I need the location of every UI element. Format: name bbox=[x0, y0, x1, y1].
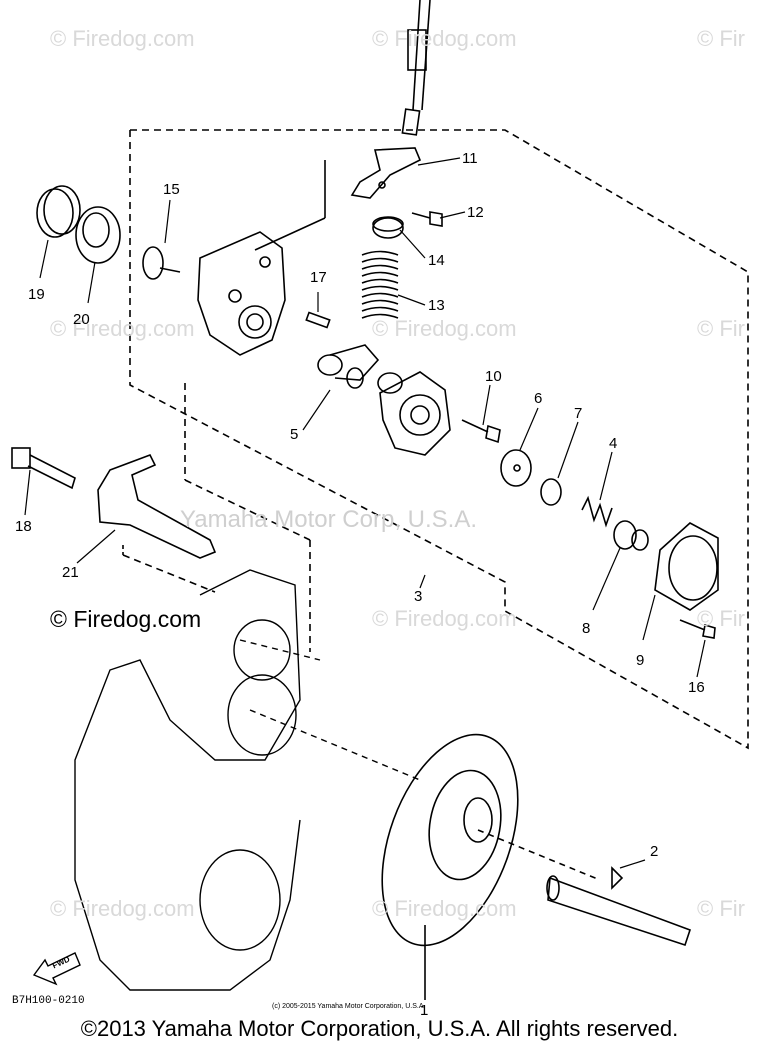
part-11-lever bbox=[350, 147, 422, 199]
engine-case bbox=[74, 569, 421, 991]
throttle-cable bbox=[401, 0, 431, 136]
part-14-collar bbox=[372, 217, 404, 239]
watermark-center: Yamaha Motor Corp, U.S.A. bbox=[180, 506, 477, 533]
callout-7: 7 bbox=[574, 405, 583, 422]
watermark: © Firedog.com bbox=[372, 606, 517, 631]
callout-10: 10 bbox=[485, 368, 502, 385]
part-8-spacer bbox=[613, 520, 649, 551]
assembly-outline bbox=[129, 129, 749, 750]
small-copyright: (c) 2005-2015 Yamaha Motor Corporation, … bbox=[272, 1003, 426, 1010]
part-12-bolt bbox=[411, 211, 443, 227]
part-15-plate bbox=[142, 246, 164, 280]
leader-lines bbox=[24, 157, 706, 869]
callout-21: 21 bbox=[62, 564, 79, 581]
part-9-cover bbox=[654, 522, 719, 611]
watermark: © Firedog.com bbox=[372, 316, 517, 341]
callout-2: 2 bbox=[650, 843, 659, 860]
callout-19: 19 bbox=[28, 286, 45, 303]
part-16-bolt bbox=[679, 619, 716, 639]
footer-copyright: ©2013 Yamaha Motor Corporation, U.S.A. A… bbox=[80, 1016, 679, 1041]
part-6-washer bbox=[500, 449, 532, 487]
watermark: © Firedog.com bbox=[50, 26, 195, 51]
callout-11: 11 bbox=[462, 150, 478, 167]
part-13-spring bbox=[361, 250, 399, 319]
part-21-bracket bbox=[97, 453, 217, 559]
callout-20: 20 bbox=[73, 311, 90, 328]
part-17-pin bbox=[305, 311, 331, 329]
callout-4: 4 bbox=[609, 435, 618, 452]
callout-15: 15 bbox=[163, 181, 180, 198]
callout-18: 18 bbox=[15, 518, 32, 535]
callout-8: 8 bbox=[582, 620, 591, 637]
watermark: © Fir bbox=[697, 316, 745, 341]
sheave-disc bbox=[381, 733, 601, 1000]
callout-9: 9 bbox=[636, 652, 645, 669]
watermark: © Firedog.com bbox=[372, 896, 517, 921]
watermark: © Firedog.com bbox=[50, 896, 195, 921]
watermark-dark: © Firedog.com bbox=[50, 606, 202, 632]
callout-3: 3 bbox=[414, 588, 423, 605]
governor-body bbox=[377, 371, 451, 456]
callout-5: 5 bbox=[290, 426, 299, 443]
part-5-shaft bbox=[317, 344, 380, 389]
part-20-cap bbox=[75, 206, 121, 264]
watermark: © Firedog.com bbox=[50, 316, 195, 341]
callout-12: 12 bbox=[467, 204, 484, 221]
watermark: © Fir bbox=[697, 606, 745, 631]
part-1-housing bbox=[197, 231, 286, 356]
callout-16: 16 bbox=[688, 679, 705, 696]
drive-shaft bbox=[546, 866, 692, 947]
watermark: © Fir bbox=[697, 896, 745, 921]
fwd-arrow bbox=[32, 952, 81, 986]
part-7-gear bbox=[540, 478, 562, 506]
callout-1: 1 bbox=[420, 1002, 429, 1019]
part-19-cap bbox=[36, 185, 81, 238]
part-4-spring bbox=[581, 495, 613, 528]
watermark: © Fir bbox=[697, 26, 745, 51]
watermark: © Firedog.com bbox=[372, 26, 517, 51]
part-10-bolt bbox=[461, 419, 501, 444]
part-18-bolt bbox=[11, 447, 76, 490]
callout-14: 14 bbox=[428, 252, 445, 269]
callout-6: 6 bbox=[534, 390, 543, 407]
callout-17: 17 bbox=[310, 269, 327, 286]
callout-13: 13 bbox=[428, 297, 445, 314]
drawing-code: B7H100-0210 bbox=[12, 995, 85, 1007]
